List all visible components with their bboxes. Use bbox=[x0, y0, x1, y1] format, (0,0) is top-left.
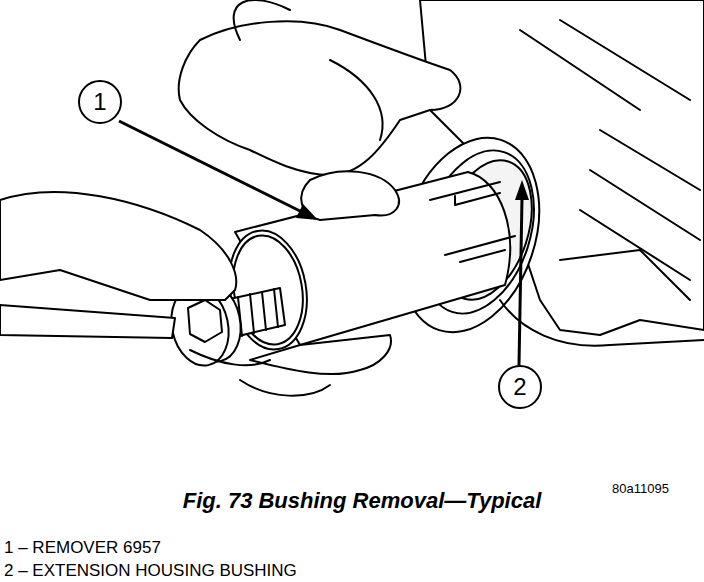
callout-number: 1 bbox=[93, 90, 106, 114]
callout-number: 2 bbox=[513, 375, 526, 399]
callout-circle: 1 bbox=[78, 80, 122, 124]
callout-circle: 2 bbox=[498, 365, 542, 409]
figure-id: 80a11095 bbox=[612, 481, 669, 496]
legend-line: 2 – EXTENSION HOUSING BUSHING bbox=[4, 561, 297, 581]
legend-line: 1 – REMOVER 6957 bbox=[4, 538, 161, 558]
figure-caption: Fig. 73 Bushing Removal—Typical bbox=[183, 488, 542, 514]
